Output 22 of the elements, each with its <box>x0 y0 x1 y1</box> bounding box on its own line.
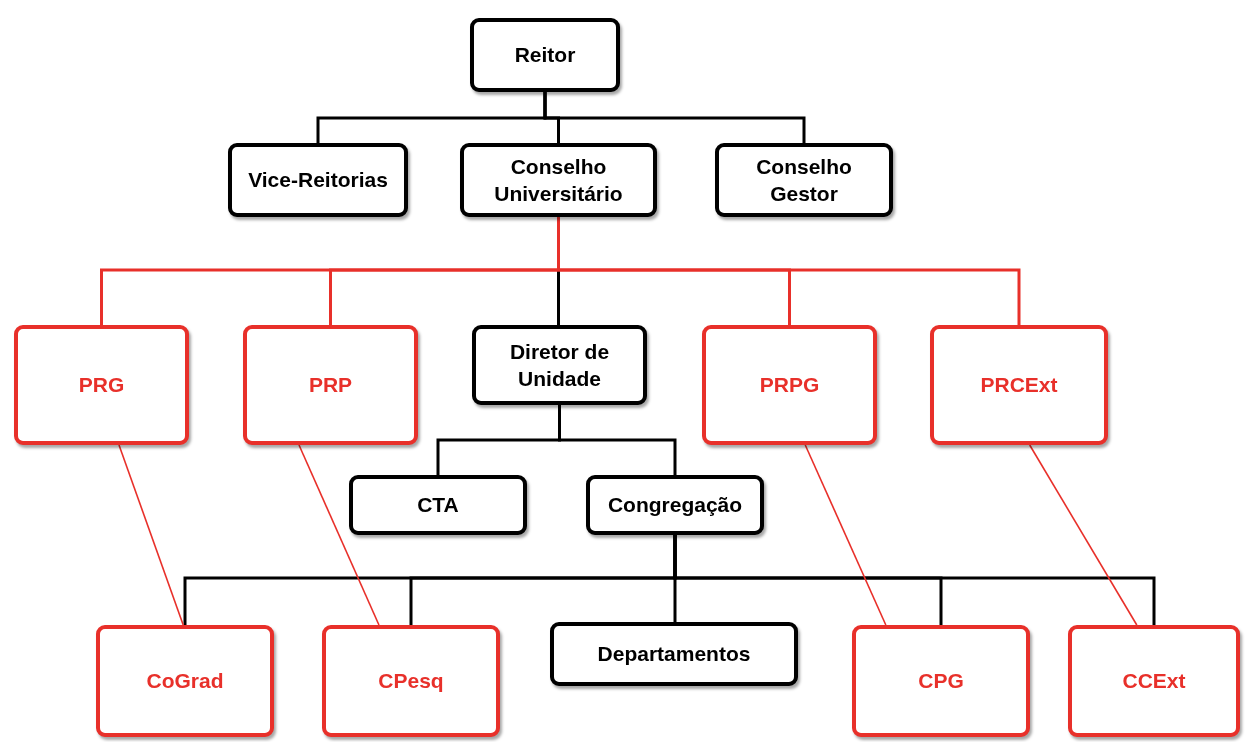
org-unit-box: CPesq <box>322 625 500 737</box>
connector-line <box>543 92 806 143</box>
org-unit-box: Conselho Universitário <box>460 143 657 217</box>
connector-line <box>298 444 380 626</box>
org-unit-box: PRPG <box>702 325 877 445</box>
org-unit-box: Congregação <box>586 475 764 535</box>
org-unit-box: CoGrad <box>96 625 274 737</box>
org-unit-box: Departamentos <box>550 622 798 686</box>
org-unit-box: CCExt <box>1068 625 1240 737</box>
connector-line <box>118 444 184 626</box>
org-unit-box: Reitor <box>470 18 620 92</box>
org-unit-box: PRP <box>243 325 418 445</box>
org-unit-box: PRCExt <box>930 325 1108 445</box>
connector-line <box>673 535 1156 625</box>
org-unit-box: CTA <box>349 475 527 535</box>
org-unit-box: Diretor de Unidade <box>472 325 647 405</box>
org-unit-box: CPG <box>852 625 1030 737</box>
org-unit-box: PRG <box>14 325 189 445</box>
org-unit-box: Vice-Reitorias <box>228 143 408 217</box>
connector-line <box>1028 444 1138 626</box>
connector-line <box>804 444 887 626</box>
org-unit-box: Conselho Gestor <box>715 143 893 217</box>
